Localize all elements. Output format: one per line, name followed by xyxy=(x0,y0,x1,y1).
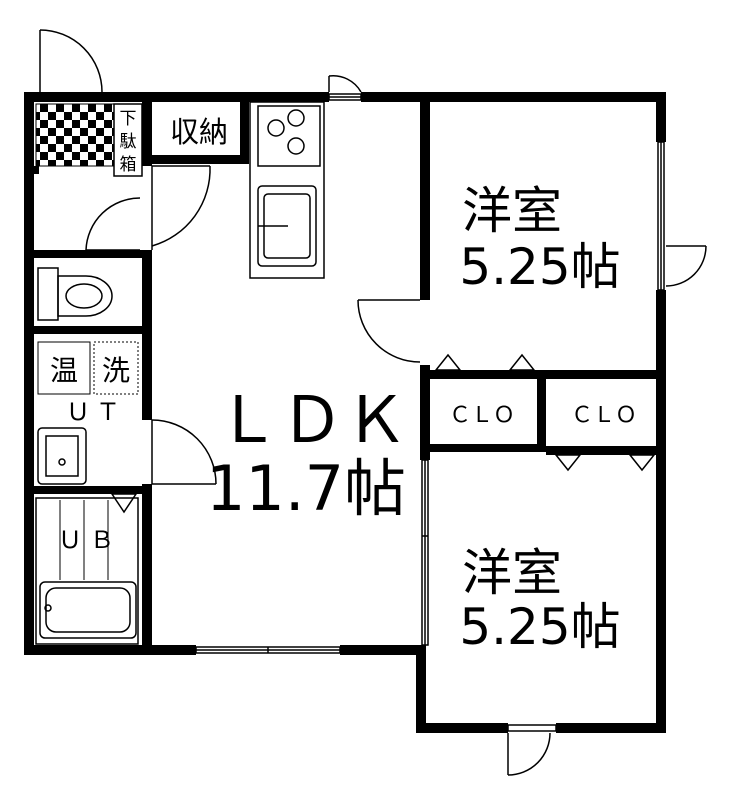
western-room-lower-size: 5.25帖 xyxy=(459,598,620,656)
western-room-upper-name: 洋室 xyxy=(462,182,562,240)
wash-basin xyxy=(37,427,87,485)
ldk-name: ＬＤＫ xyxy=(216,384,408,458)
ldk-size: 11.7帖 xyxy=(206,452,406,525)
closet-left-label: ＣＬＯ xyxy=(449,403,515,428)
genkan-door xyxy=(85,197,141,251)
bathroom-label: ＵＢ xyxy=(58,526,122,554)
doors xyxy=(39,29,707,776)
entrance-door xyxy=(39,29,103,93)
shoe-box-label-1: 下 xyxy=(120,109,137,129)
exterior-door-right xyxy=(665,245,707,287)
storage-label: 収納 xyxy=(170,115,228,149)
shoe-box xyxy=(113,103,143,177)
bedroom-upper-door xyxy=(357,299,421,363)
genkan-tile-floor xyxy=(35,103,115,167)
shoe-box-label-3: 箱 xyxy=(120,155,137,175)
balcony-door-top xyxy=(328,74,362,93)
water-heater-box xyxy=(37,341,91,395)
unit-bath xyxy=(35,497,139,645)
toilet xyxy=(37,267,113,321)
hall-door xyxy=(151,165,211,250)
shoe-box-label-2: 駄 xyxy=(120,132,137,152)
washroom-label: ＵＴ xyxy=(66,398,126,426)
western-room-upper-size: 5.25帖 xyxy=(459,238,620,296)
bath-door xyxy=(110,493,138,514)
closet-right-label: ＣＬＯ xyxy=(571,403,637,428)
interior-walls xyxy=(24,92,666,649)
outer-walls xyxy=(24,92,666,733)
windows xyxy=(195,93,665,732)
water-heater-label: 温 xyxy=(50,354,78,387)
washer-pan xyxy=(93,341,139,395)
closet-door-markers xyxy=(434,353,656,472)
washer-label: 洗 xyxy=(102,354,130,387)
kitchen-counter xyxy=(249,101,325,279)
western-room-lower-name: 洋室 xyxy=(462,544,562,602)
exterior-door-bottom xyxy=(507,732,551,776)
washroom-door xyxy=(151,419,217,485)
